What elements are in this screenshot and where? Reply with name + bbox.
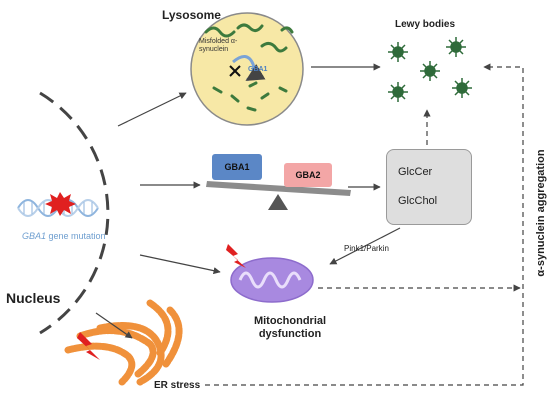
pink-parkin-label: Pink1/Parkin <box>344 244 389 253</box>
dashed-arrows <box>205 63 524 386</box>
misfolded-protein-icon <box>204 23 294 53</box>
glycolipid-box <box>386 149 472 225</box>
gba1-action-arrow-icon <box>232 55 266 82</box>
gene-mutation-label: GBA1 gene mutation <box>22 231 106 241</box>
mitochondrion-organelle <box>230 257 314 303</box>
lewy-bodies-icon <box>388 37 472 102</box>
explosion-icon <box>45 192 76 216</box>
endoplasmic-reticulum-organelle <box>64 299 183 386</box>
glccer-label: GlcCer <box>398 166 433 178</box>
fragment-icon <box>212 81 288 112</box>
gene-mutation-text: gene mutation <box>46 231 106 241</box>
gba1-box: GBA1 <box>212 154 262 180</box>
cross-icon <box>229 65 241 77</box>
mito-line-1: Mitochondrial <box>253 315 327 327</box>
lightning-icon <box>77 332 100 360</box>
connector-arrows <box>95 63 401 339</box>
nucleus-label: Nucleus <box>6 290 61 306</box>
glcchol-label: GlcChol <box>398 195 438 207</box>
lysosome-label: Lysosome <box>162 8 221 22</box>
gene-name: GBA1 <box>22 231 47 241</box>
er-stress-label: ER stress <box>154 380 201 391</box>
lysosome-gba1-label: GBA1 <box>248 66 268 73</box>
balance-scale-icon <box>206 181 351 210</box>
synuclein-aggregation-label: α-synuclein aggregation <box>535 149 547 277</box>
gba2-box: GBA2 <box>284 163 332 187</box>
lightning-icon <box>226 244 246 268</box>
lewy-bodies-label: Lewy bodies <box>395 19 456 30</box>
misfolded-synuclein-label: Misfolded α-synuclein <box>199 38 238 53</box>
mito-line-2: dysfunction <box>258 328 322 340</box>
